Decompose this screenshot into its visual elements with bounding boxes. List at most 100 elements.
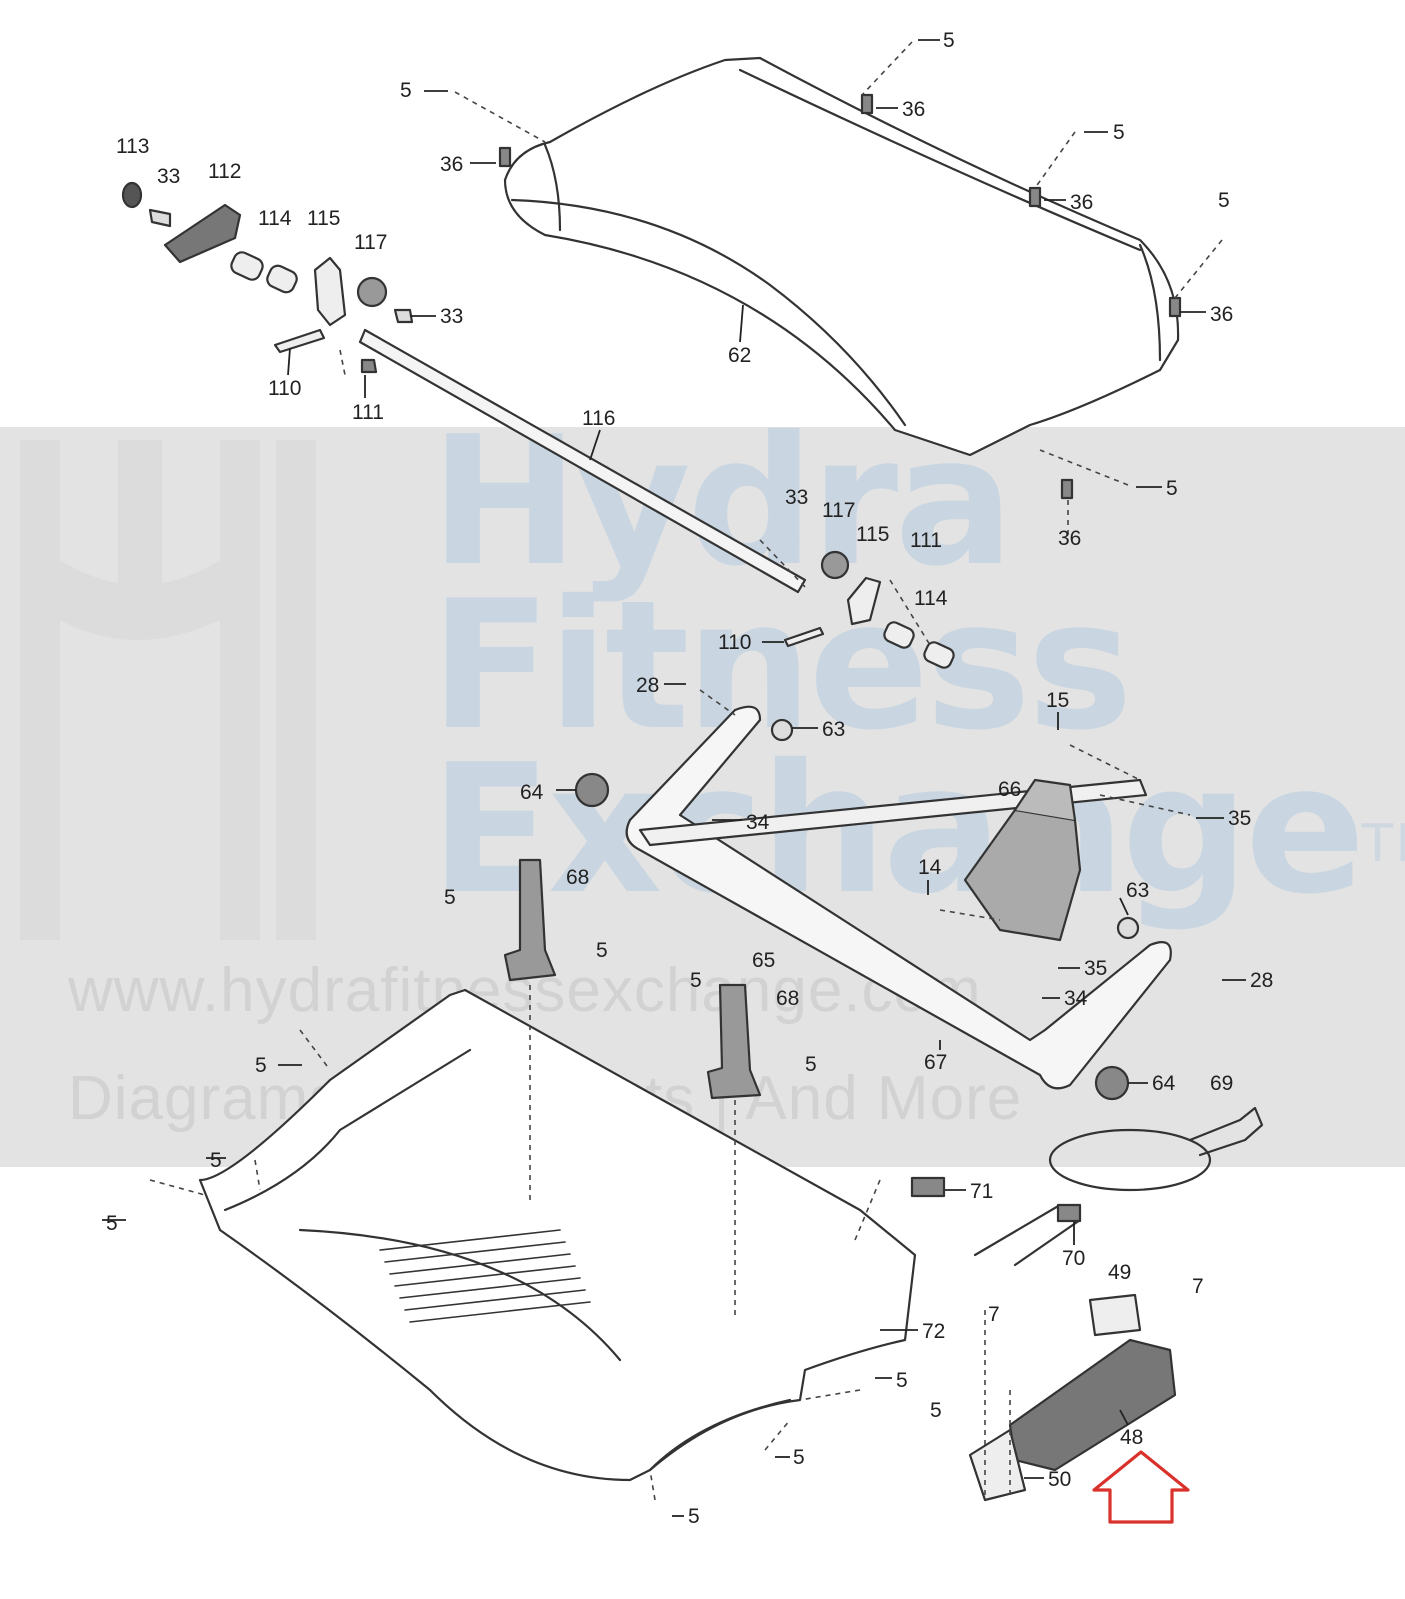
callout-c-5-f: 5	[444, 886, 456, 909]
callout-c-71: 71	[970, 1180, 994, 1203]
callout-c-48: 48	[1120, 1426, 1144, 1449]
callout-c-14: 14	[918, 856, 942, 879]
callout-c-49: 49	[1108, 1261, 1132, 1284]
lift-tube	[638, 778, 1148, 847]
callout-c-33-a: 33	[157, 165, 181, 188]
lift-motor-66	[963, 808, 1082, 942]
motor-hood-62	[503, 56, 1180, 457]
callout-c-7-a: 7	[1192, 1275, 1204, 1298]
callout-c-117-b: 117	[822, 499, 856, 522]
callout-c-5-p: 5	[688, 1505, 700, 1528]
callout-c-62: 62	[728, 344, 752, 367]
part-110-a	[273, 328, 326, 354]
part-33-b	[393, 308, 414, 324]
highlight-arrow	[1092, 1450, 1190, 1524]
callout-c-5-a: 5	[943, 29, 955, 52]
callout-c-5-l: 5	[106, 1212, 118, 1235]
callout-c-5-m: 5	[896, 1369, 908, 1392]
callout-c-50: 50	[1048, 1468, 1072, 1491]
callout-c-35-a: 35	[1228, 807, 1252, 830]
part-64-b	[1094, 1065, 1130, 1101]
callout-c-67: 67	[924, 1051, 948, 1074]
leg-68-b	[706, 983, 762, 1100]
callout-c-66: 66	[998, 778, 1022, 801]
callout-c-5-j: 5	[805, 1053, 817, 1076]
callout-c-115-b: 115	[856, 523, 890, 546]
callout-c-5-h: 5	[690, 969, 702, 992]
callout-c-63-a: 63	[822, 718, 846, 741]
leg-68-a	[503, 858, 557, 982]
callout-c-5-n: 5	[930, 1399, 942, 1422]
clip-36-d	[1168, 296, 1182, 318]
lift-frame-65	[625, 705, 1172, 1090]
watermark-tm: TM	[1361, 814, 1405, 874]
callout-c-65: 65	[752, 949, 776, 972]
part-112	[163, 203, 242, 264]
callout-c-36-d: 36	[1210, 303, 1234, 326]
shaft-116	[358, 328, 807, 594]
part-63-b	[1116, 916, 1140, 940]
clip-36-b	[498, 146, 512, 168]
callout-c-34-b: 34	[1064, 987, 1088, 1010]
callout-c-112: 112	[208, 160, 242, 183]
callout-c-36-b: 36	[440, 153, 464, 176]
callout-c-110-a: 110	[268, 377, 302, 400]
part-117-b	[820, 550, 850, 580]
callout-c-117-a: 117	[354, 231, 388, 254]
part-115-a	[313, 256, 347, 327]
callout-c-5-g: 5	[596, 939, 608, 962]
callout-c-36-a: 36	[902, 98, 926, 121]
part-33-a	[148, 208, 172, 228]
callout-c-35-b: 35	[1084, 957, 1108, 980]
callout-c-116: 116	[582, 407, 616, 430]
callout-c-5-o: 5	[793, 1446, 805, 1469]
part-64-a	[574, 772, 610, 808]
callout-c-36-e: 36	[1058, 527, 1082, 550]
callout-c-28-a: 28	[636, 674, 660, 697]
part-117-a	[356, 276, 388, 308]
callout-c-33-b: 33	[440, 305, 464, 328]
watermark-line-1: Hydra	[430, 398, 1014, 605]
part-113	[121, 181, 143, 209]
part-63-a	[770, 718, 794, 742]
clip-36-c	[1028, 186, 1042, 208]
callout-c-33-c: 33	[785, 486, 809, 509]
callout-c-113: 113	[116, 135, 150, 158]
part-115-b	[846, 576, 882, 626]
callout-c-70: 70	[1062, 1247, 1086, 1270]
callout-c-114-b: 114	[914, 587, 948, 610]
strain-relief-70	[1056, 1203, 1082, 1223]
callout-c-15: 15	[1046, 689, 1070, 712]
base-72	[198, 988, 917, 1482]
callout-c-36-c: 36	[1070, 191, 1094, 214]
watermark-line-3-text: Exchange	[430, 726, 1366, 933]
callout-c-5-b: 5	[400, 79, 412, 102]
callout-c-69: 69	[1210, 1072, 1234, 1095]
watermark-line-3: ExchangeTM	[430, 741, 1405, 926]
switch-71	[910, 1176, 946, 1198]
clip-36-a	[860, 93, 874, 115]
callout-c-34-a: 34	[746, 811, 770, 834]
callout-c-110-b: 110	[718, 631, 752, 654]
callout-c-68-a: 68	[566, 866, 590, 889]
callout-c-5-k: 5	[210, 1149, 222, 1172]
part-114-a	[230, 251, 264, 281]
callout-c-111-b: 111	[910, 529, 942, 552]
part-110-b	[783, 626, 825, 648]
power-cord-69	[1048, 1128, 1212, 1192]
callout-c-7-b: 7	[988, 1303, 1000, 1326]
part-114-c	[883, 621, 915, 649]
bracket-50	[968, 1428, 1027, 1502]
callout-c-5-e: 5	[1166, 477, 1178, 500]
callout-c-63-b: 63	[1126, 879, 1150, 902]
callout-c-5-d: 5	[1218, 189, 1230, 212]
callout-c-114-a: 114	[258, 207, 292, 230]
callout-c-72: 72	[922, 1320, 946, 1343]
callout-c-64-a: 64	[520, 781, 544, 804]
callout-c-28-b: 28	[1250, 969, 1274, 992]
base-vents	[379, 1229, 591, 1323]
callout-c-115-a: 115	[307, 207, 341, 230]
controller-48	[1008, 1338, 1177, 1472]
callout-c-64-b: 64	[1152, 1072, 1176, 1095]
